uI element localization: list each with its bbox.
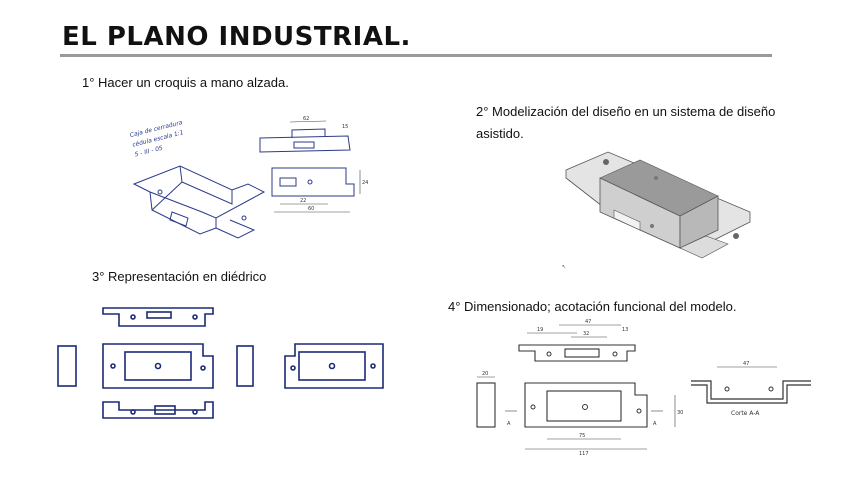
dim-47: 47 (585, 319, 591, 325)
step-1-caption: 1° Hacer un croquis a mano alzada. (82, 75, 289, 90)
freehand-sketch: Caja de cerradura cédula escala 1:1 5 - … (129, 116, 368, 239)
dim-20: 20 (482, 371, 488, 377)
cad-model: ↖ (562, 151, 751, 270)
section-view: 47 Corte A-A (691, 361, 811, 417)
cut-a-left: A (507, 421, 511, 427)
ortho-top-view (102, 307, 214, 327)
ortho-left-view (57, 345, 77, 387)
ortho-front-view (102, 343, 214, 389)
sketch-top-view: 62 15 (259, 116, 351, 153)
ortho-rear-view (284, 343, 384, 389)
dimensioned-drawing: 19 47 32 13 20 A A 30 75 117 47 Corte A-… (476, 319, 811, 457)
sketch-dim-24: 24 (362, 180, 368, 186)
page-title: EL PLANO INDUSTRIAL. (62, 22, 411, 52)
cut-a-right: A (653, 421, 657, 427)
sketch-dim-side: 15 (342, 124, 348, 130)
sketch-box (132, 165, 266, 239)
dim-front-view: A A 30 75 117 (505, 382, 683, 457)
sketch-dim-top: 62 (303, 116, 309, 122)
dim-13: 13 (622, 327, 628, 333)
dim-75: 75 (579, 433, 585, 439)
ortho-bottom-view (102, 401, 214, 419)
sketch-dim-22: 22 (300, 198, 306, 204)
step-3-caption: 3° Representación en diédrico (92, 269, 267, 284)
cad-axis-marker: ↖ (562, 264, 566, 270)
step-2-caption: 2° Modelización del diseño en un sistema… (476, 104, 776, 141)
dim-30: 30 (677, 410, 683, 416)
dim-19: 19 (537, 327, 543, 333)
section-dim-47: 47 (743, 361, 749, 367)
dim-117: 117 (579, 451, 589, 457)
title-divider (60, 54, 772, 57)
section-label: Corte A-A (731, 410, 760, 417)
dim-32: 32 (583, 331, 589, 337)
sketch-front-view: 22 60 24 (271, 167, 368, 213)
ortho-right-view (236, 345, 254, 387)
sketch-dim-60: 60 (308, 206, 314, 212)
sketch-note: Caja de cerradura cédula escala 1:1 5 - … (129, 119, 184, 158)
dim-side-view: 20 (476, 371, 496, 428)
step-4-caption: 4° Dimensionado; acotación funcional del… (448, 299, 737, 314)
dim-top-view: 19 47 32 13 (518, 319, 636, 362)
orthographic-views (57, 307, 384, 419)
